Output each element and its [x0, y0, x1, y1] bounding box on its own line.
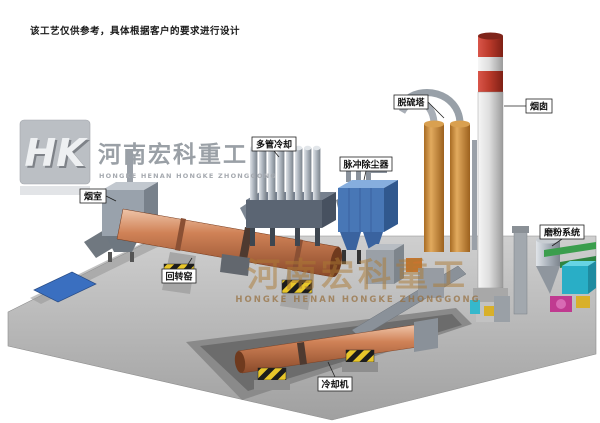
multi-tube-cooler-unit	[240, 145, 352, 246]
logo-monogram: HK	[24, 131, 88, 175]
svg-text:磨粉系统: 磨粉系统	[543, 227, 580, 239]
center-watermark: 河南宏科重工 HONGKE HENAN HONGKE ZHONGGONG	[235, 255, 480, 305]
design-note: 该工艺仅供参考，具体根据客户的要求进行设计	[30, 25, 240, 37]
label-desulfurization-tower: 脱硫塔	[393, 94, 445, 119]
hazard-stripe-block	[257, 367, 287, 381]
label-grinding-system: 磨粉系统	[539, 224, 585, 247]
blue-foundation-pad	[33, 271, 97, 303]
label-multi-tube-cooler: 多管冷却	[251, 136, 297, 158]
svg-text:冷却机: 冷却机	[321, 379, 348, 391]
label-pulse-dust-collector: 脉冲除尘器	[339, 156, 393, 181]
label-cooling-machine: 冷却机	[317, 361, 353, 392]
kiln-girth-gear	[238, 227, 253, 265]
cooling-machine-body	[234, 318, 438, 390]
svg-text:脉冲除尘器: 脉冲除尘器	[342, 159, 389, 171]
kiln-tyre-ring	[175, 218, 186, 251]
label-rotary-kiln: 回转窑	[161, 257, 197, 284]
label-smoke-chamber: 烟室	[79, 188, 117, 204]
label-chimney: 烟囱	[504, 98, 553, 114]
logo-company-en: HONGKE HENAN HONGKE ZHONGGONG	[99, 172, 277, 180]
logo-monogram-shadow: HK	[26, 133, 90, 177]
rotary-kiln-body	[116, 208, 343, 310]
kiln-tyre-ring	[292, 239, 303, 271]
logo-company-cn: 河南宏科重工	[98, 141, 248, 168]
svg-text:烟室: 烟室	[84, 191, 102, 203]
svg-text:回转窑: 回转窑	[165, 271, 192, 283]
grinding-system-unit	[512, 226, 596, 315]
hazard-stripe-block	[281, 279, 313, 294]
chimney-stack	[470, 32, 510, 322]
hazard-stripe-block	[345, 349, 375, 363]
desulfurization-tower-unit	[398, 89, 477, 252]
watermark-company-en: HONGKE HENAN HONGKE ZHONGGONG	[235, 295, 480, 305]
company-logo: HK HK 河南宏科重工 HONGKE HENAN HONGKE ZHONGGO…	[19, 119, 277, 195]
svg-text:多管冷却: 多管冷却	[256, 139, 292, 151]
svg-text:烟囱: 烟囱	[530, 101, 548, 113]
svg-text:脱硫塔: 脱硫塔	[397, 97, 425, 109]
watermark-company-cn: 河南宏科重工	[247, 255, 469, 294]
transfer-equipment	[351, 244, 467, 339]
pulse-dust-collector-unit	[338, 166, 398, 264]
